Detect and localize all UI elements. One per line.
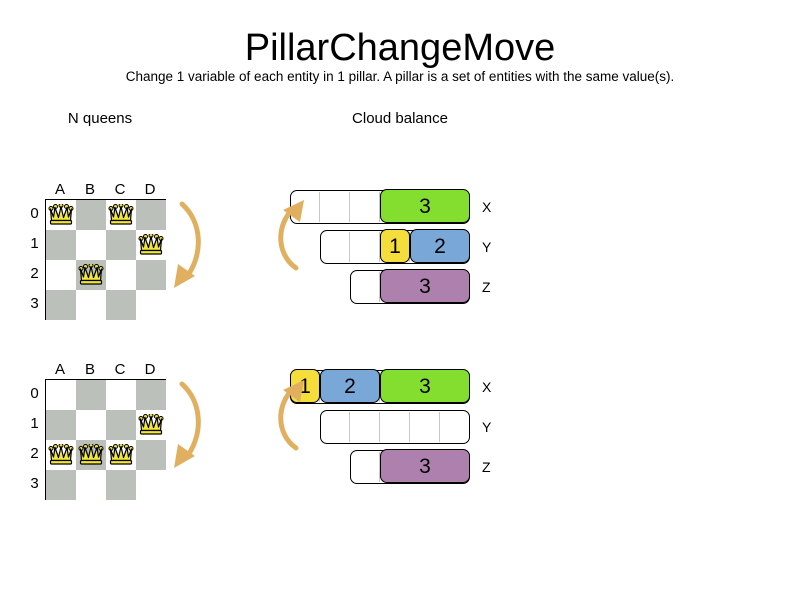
board-column-label-b: B [84,361,95,378]
board-cell-d1[interactable] [136,410,166,440]
board-cell-a1[interactable] [46,230,76,260]
board-cell-c1[interactable] [106,230,136,260]
cloud-bar-unit-separator [319,192,321,222]
cloud-process-block-3[interactable]: 3 [380,369,470,403]
cloud-bar-unit-separator [349,412,351,442]
board-row-label-1: 1 [30,415,39,432]
board-cell-c1[interactable] [106,410,136,440]
board-cell-a0[interactable] [46,200,76,230]
board-column-label-d: D [144,181,156,198]
page-subtitle: Change 1 variable of each entity in 1 pi… [125,69,675,84]
queen-icon [78,264,104,285]
section-heading-n-queens: N queens [67,110,133,127]
cloud-bar-track-y[interactable] [320,410,470,444]
cloud-bar-unit-separator [379,412,381,442]
page-title: PillarChangeMove [244,27,556,69]
board-row-label-0: 0 [30,385,39,402]
cloud-move-arrow-top [278,200,304,271]
cloud-bar-unit-separator [409,412,411,442]
board-column-label-c: C [114,361,126,378]
board-cell-d1[interactable] [136,230,166,260]
board-cell-d0[interactable] [136,380,166,410]
chess-board-grid [45,379,166,500]
cloud-bar-unit-separator [379,192,381,222]
board-cell-d0[interactable] [136,200,166,230]
board-cell-c0[interactable] [106,200,136,230]
cloud-bar-label-x: X [482,379,492,395]
board-cell-d2[interactable] [136,440,166,470]
chess-board-grid [45,199,166,320]
board-row-label-3: 3 [30,475,39,492]
board-column-label-c: C [114,181,126,198]
queens-move-arrow-bottom [174,381,201,468]
board-row-label-1: 1 [30,235,39,252]
board-cell-c2[interactable] [106,260,136,290]
cloud-bar-unit-separator [439,412,441,442]
board-cell-a1[interactable] [46,410,76,440]
board-row-label-2: 2 [30,445,39,462]
queens-move-arrow-top [174,201,201,288]
board-cell-a3[interactable] [46,290,76,320]
board-cell-a2[interactable] [46,260,76,290]
board-cell-c3[interactable] [106,470,136,500]
board-cell-d2[interactable] [136,260,166,290]
board-cell-b2[interactable] [76,440,106,470]
cloud-bar-label-z: Z [482,459,491,475]
queen-icon [108,444,134,465]
board-cell-c3[interactable] [106,290,136,320]
board-cell-a3[interactable] [46,470,76,500]
cloud-bar-unit-separator [379,272,381,302]
board-cell-d3[interactable] [136,470,166,500]
board-row-label-3: 3 [30,295,39,312]
queen-icon [78,444,104,465]
board-cell-a0[interactable] [46,380,76,410]
board-cell-b0[interactable] [76,380,106,410]
board-column-labels: A B C D [45,180,165,199]
board-row-labels: 0 1 2 3 [26,199,43,320]
board-row-labels: 0 1 2 3 [26,379,43,500]
cloud-process-block-1[interactable]: 1 [380,229,410,263]
section-heading-cloud-balance: Cloud balance [352,110,448,127]
cloud-process-block-2[interactable]: 2 [320,369,380,403]
board-column-label-a: A [54,181,65,198]
queen-icon [48,444,74,465]
cloud-process-block-3[interactable]: 3 [380,449,470,483]
cloud-bar-unit-separator [379,232,381,262]
cloud-move-arrow-bottom [278,380,304,451]
cloud-process-block-3[interactable]: 3 [380,189,470,223]
board-column-label-b: B [84,181,95,198]
board-cell-b0[interactable] [76,200,106,230]
queen-icon [48,204,74,225]
board-cell-d3[interactable] [136,290,166,320]
queen-icon [138,234,164,255]
board-row-label-0: 0 [30,205,39,222]
board-cell-c0[interactable] [106,380,136,410]
board-cell-b2[interactable] [76,260,106,290]
board-cell-a2[interactable] [46,440,76,470]
cloud-bar-label-y: Y [482,239,492,255]
queen-icon [138,414,164,435]
board-column-labels: A B C D [45,360,165,379]
cloud-bar-unit-separator [349,232,351,262]
cloud-bar-unit-separator [349,192,351,222]
cloud-bar-label-z: Z [482,279,491,295]
board-cell-b1[interactable] [76,230,106,260]
board-cell-c2[interactable] [106,440,136,470]
board-row-label-2: 2 [30,265,39,282]
cloud-process-block-3[interactable]: 3 [380,269,470,303]
cloud-bar-label-x: X [482,199,492,215]
cloud-bar-label-y: Y [482,419,492,435]
board-column-label-d: D [144,361,156,378]
cloud-bar-unit-separator [379,452,381,482]
cloud-process-block-2[interactable]: 2 [410,229,470,263]
board-cell-b3[interactable] [76,470,106,500]
board-column-label-a: A [54,361,65,378]
board-cell-b1[interactable] [76,410,106,440]
queen-icon [108,204,134,225]
board-cell-b3[interactable] [76,290,106,320]
